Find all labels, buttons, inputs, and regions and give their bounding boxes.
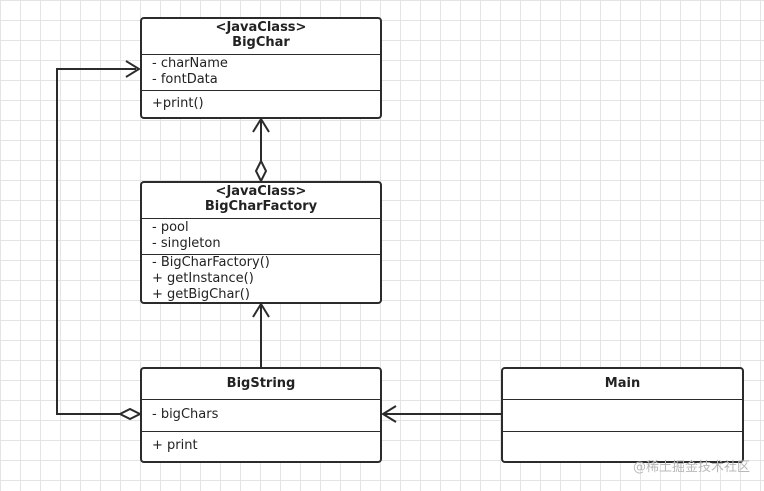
class-bigchar-attribute: - fontData xyxy=(152,72,218,87)
class-bigcharfactory-methods: - BigCharFactory() + getInstance() + get… xyxy=(142,254,380,303)
class-bigchar-name: BigChar xyxy=(232,35,290,50)
class-bigcharfactory[interactable]: <JavaClass> BigCharFactory - pool - sing… xyxy=(140,181,382,304)
class-bigcharfactory-header: <JavaClass> BigCharFactory xyxy=(142,183,380,218)
class-bigcharfactory-attribute: - singleton xyxy=(152,236,221,251)
class-bigcharfactory-method: - BigCharFactory() xyxy=(152,255,270,270)
bigstring-right-arrowhead xyxy=(381,405,397,423)
class-bigchar-attributes: - charName - fontData xyxy=(142,54,380,90)
bigchar-bottom-arrowhead xyxy=(252,117,270,133)
class-bigcharfactory-method: + getInstance() xyxy=(152,271,254,286)
class-bigstring-methods: + print xyxy=(142,431,380,461)
class-bigstring-attribute: - bigChars xyxy=(152,407,219,422)
class-bigstring-name: BigString xyxy=(226,376,296,391)
bigchar-left-arrowhead xyxy=(125,60,141,78)
class-bigchar-methods: +print() xyxy=(142,90,380,118)
factory-aggregation-diamond xyxy=(254,158,268,184)
class-bigchar-attribute: - charName xyxy=(152,56,228,71)
class-main-attributes xyxy=(503,399,742,431)
bigstring-bigchar-connector xyxy=(56,68,136,415)
factory-bottom-arrowhead xyxy=(252,302,270,318)
class-main-header: Main xyxy=(503,369,742,399)
class-bigcharfactory-attributes: - pool - singleton xyxy=(142,218,380,254)
class-bigcharfactory-attribute: - pool xyxy=(152,220,189,235)
class-bigstring-attributes: - bigChars xyxy=(142,399,380,431)
watermark-text: @稀土掘金技术社区 xyxy=(632,460,750,475)
class-bigchar-stereotype: <JavaClass> xyxy=(215,20,307,35)
class-bigstring-method: + print xyxy=(152,438,198,453)
class-main[interactable]: Main xyxy=(501,367,744,463)
class-main-name: Main xyxy=(604,376,641,391)
class-bigstring-header: BigString xyxy=(142,369,380,399)
class-bigstring[interactable]: BigString - bigChars + print xyxy=(140,367,382,463)
bigstring-aggregation-diamond xyxy=(117,407,143,421)
class-bigcharfactory-stereotype: <JavaClass> xyxy=(215,184,307,199)
class-bigcharfactory-name: BigCharFactory xyxy=(204,199,318,214)
class-bigchar[interactable]: <JavaClass> BigChar - charName - fontDat… xyxy=(140,17,382,119)
class-main-methods xyxy=(503,431,742,461)
class-bigchar-method: +print() xyxy=(152,96,204,111)
class-bigcharfactory-method: + getBigChar() xyxy=(152,287,250,302)
class-bigchar-header: <JavaClass> BigChar xyxy=(142,19,380,54)
